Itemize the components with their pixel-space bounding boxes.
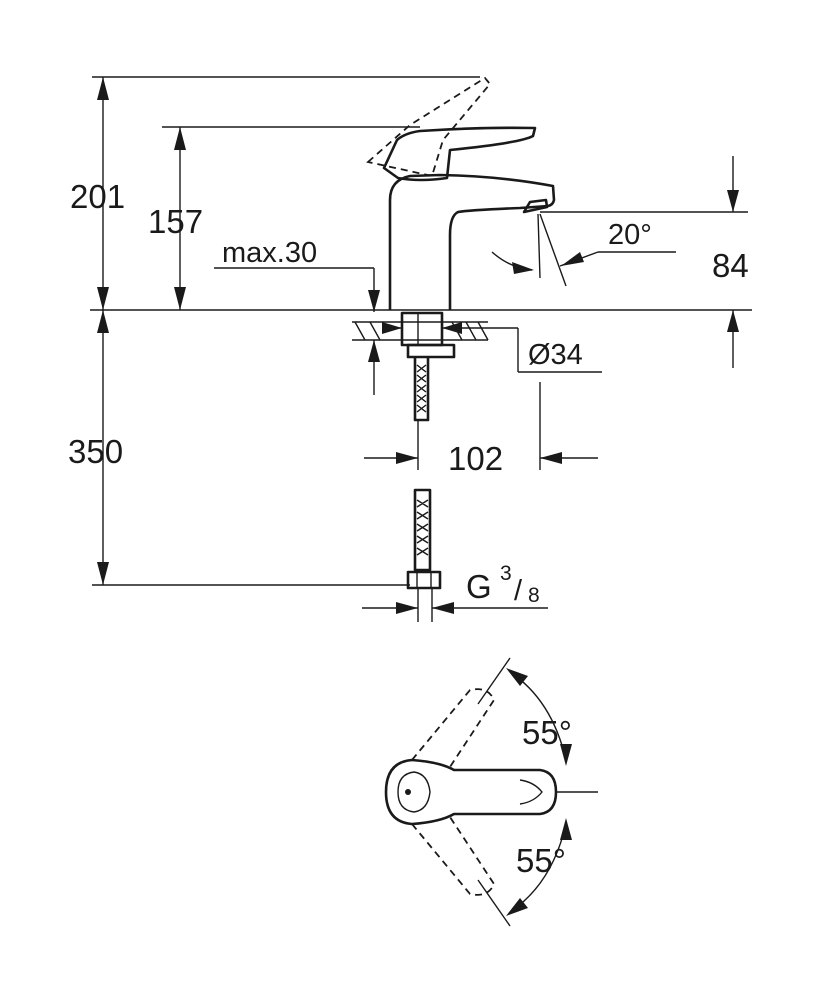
label-max-deck-thickness: max.30 [222,237,317,269]
dimension-lines [90,76,752,614]
label-under-deck-length: 350 [68,433,123,470]
label-rotation-front: 55° [516,842,566,879]
label-spout-reach: 102 [448,440,503,477]
label-thread-numerator: 3 [500,562,512,585]
label-thread-slash: / [514,575,523,607]
label-spout-height: 84 [712,247,749,284]
label-thread-denominator: 8 [528,584,540,607]
label-total-height: 201 [70,178,125,215]
faucet-side-view [352,76,556,622]
label-connection-thread: G [466,568,492,605]
faucet-top-view [384,657,598,927]
label-lever-height: 157 [148,203,203,240]
label-hole-diameter: Ø34 [528,339,583,371]
label-spout-angle: 20° [608,219,652,251]
label-rotation-back: 55° [522,714,572,751]
